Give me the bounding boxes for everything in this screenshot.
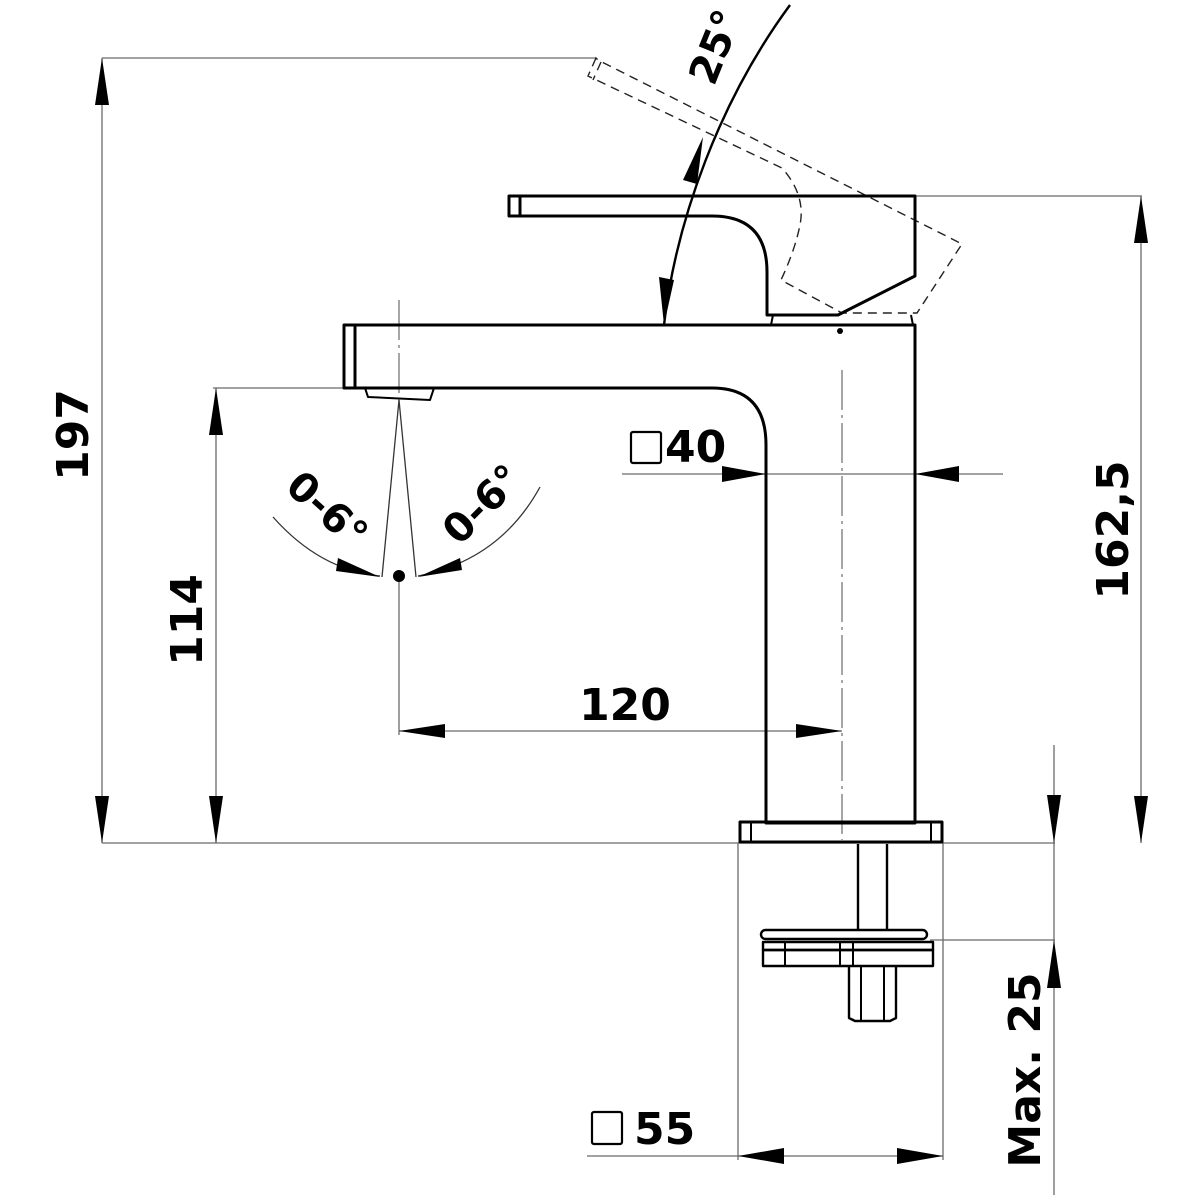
arrow-head — [683, 137, 703, 184]
label-total-height: 197 — [48, 389, 99, 481]
arrow-head — [796, 724, 842, 738]
washer — [759, 928, 929, 941]
lever — [507, 194, 917, 334]
arrow-head — [209, 796, 223, 843]
center-lines — [398, 300, 843, 840]
faucet-base — [738, 820, 944, 844]
arrow-head — [418, 558, 462, 577]
label-base-square: 55 — [634, 1104, 695, 1155]
label-lever-angle: 25° — [680, 3, 751, 90]
arrow-head — [1047, 795, 1061, 843]
dimension-body-square: 40 — [622, 422, 1003, 482]
square-section-icon — [629, 430, 663, 465]
mounting-hardware — [759, 844, 935, 1023]
arrow-head — [738, 1148, 784, 1164]
square-section-icon — [590, 1110, 624, 1146]
base-plate — [738, 820, 944, 844]
arrow-head — [1134, 796, 1148, 843]
arrow-head — [897, 1148, 943, 1164]
label-aerator-angle-right: 0-6° — [434, 456, 532, 554]
dimension-aerator-angle: 0-6° 0-6° — [272, 399, 541, 582]
arrow-head — [659, 277, 674, 325]
lever-raised-tip — [592, 61, 602, 81]
label-spout-height: 114 — [162, 574, 213, 666]
dimension-spout-reach: 120 — [399, 680, 842, 738]
dimension-max-deck: Max. 25 — [1000, 745, 1061, 1195]
aerator — [364, 387, 435, 401]
fixing-bracket — [761, 948, 935, 968]
arrow-head — [209, 388, 223, 435]
body-and-spout — [342, 323, 917, 825]
lever-handle — [507, 194, 917, 317]
dimension-spout-height: 114 — [162, 388, 223, 843]
dimension-total-height: 197 — [48, 58, 109, 843]
dimension-body-height: 162,5 — [1088, 196, 1148, 843]
arrow-head — [95, 58, 109, 105]
lever-raised-outline — [587, 56, 964, 314]
arrow-head — [95, 796, 109, 843]
label-body-height: 162,5 — [1088, 460, 1139, 599]
hex-nut — [847, 966, 898, 1023]
dimension-lever-angle: 25° — [659, 3, 791, 326]
aerator-center-point — [393, 570, 405, 582]
faucet-body — [342, 323, 917, 825]
arrow-head — [336, 558, 380, 577]
spray-line-left — [381, 399, 400, 578]
label-max-deck: Max. 25 — [1000, 972, 1051, 1167]
dimension-base-square: 55 — [587, 1104, 943, 1164]
spray-line-right — [398, 399, 417, 578]
label-body-square: 40 — [665, 422, 726, 473]
arrow-head — [915, 466, 959, 482]
arrow-head — [1047, 940, 1061, 988]
cartridge-cap — [770, 314, 914, 326]
extension-lines — [102, 57, 1142, 1160]
arrow-head — [722, 466, 766, 482]
lever-raised — [587, 56, 964, 314]
indicator-dot — [837, 328, 843, 334]
label-spout-reach: 120 — [579, 680, 671, 731]
label-aerator-angle-left: 0-6° — [277, 462, 376, 558]
arrow-head — [399, 724, 445, 738]
arrow-head — [1134, 196, 1148, 243]
